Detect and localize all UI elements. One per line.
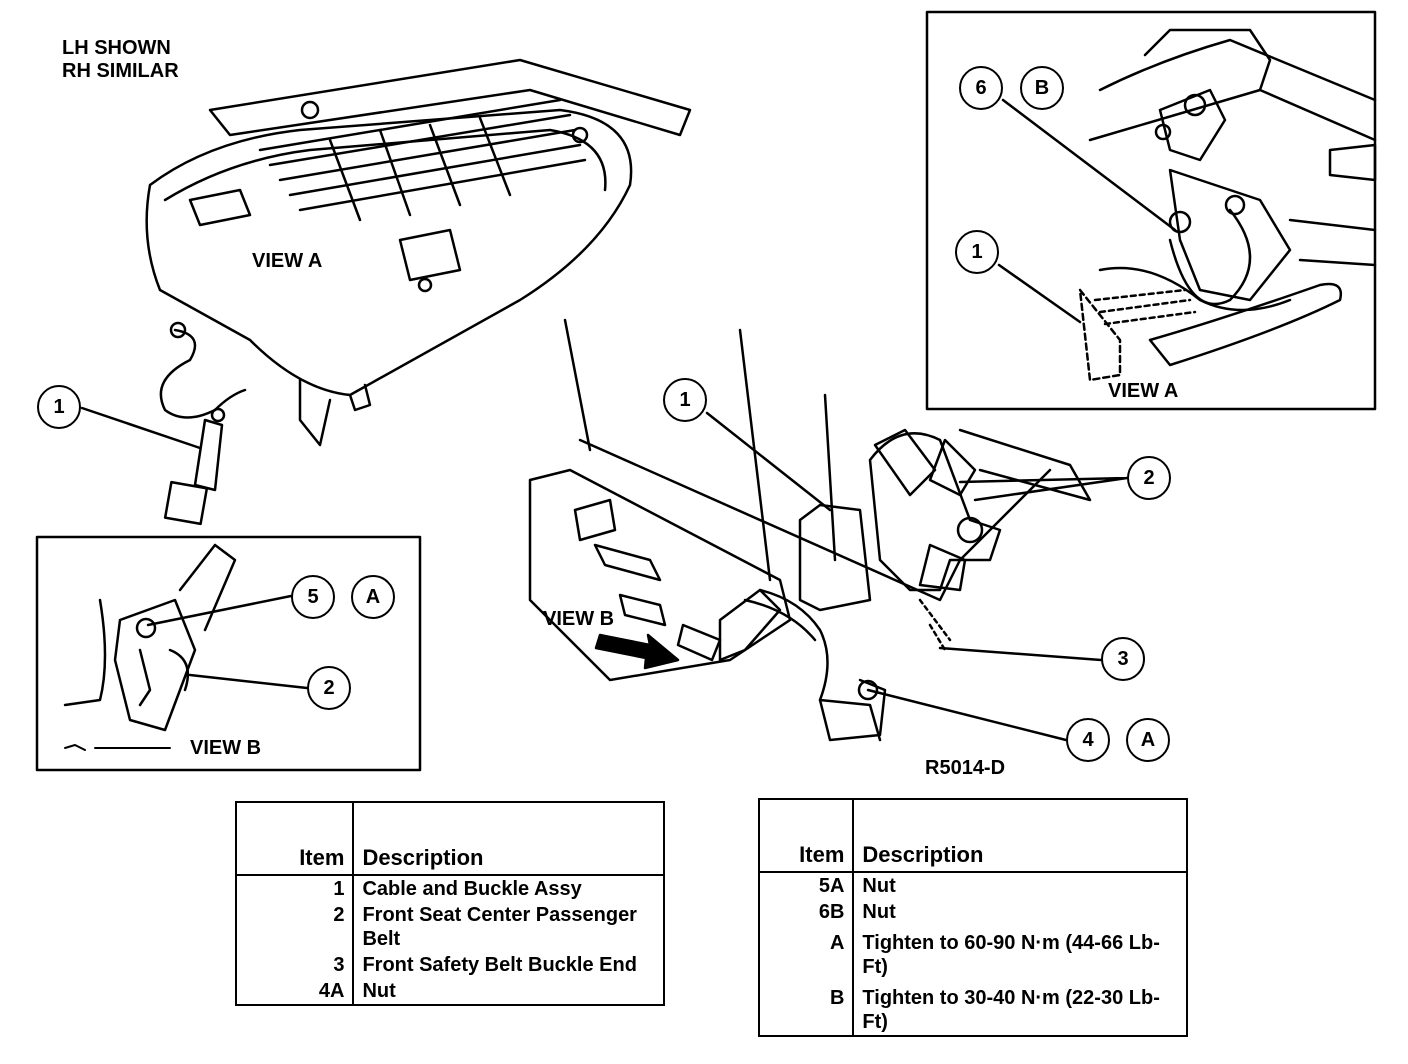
view-b-label-inset: VIEW B	[190, 737, 262, 759]
legend-table-left: Item Description 1 Cable and Buckle Assy…	[235, 801, 665, 1006]
view-a-box	[925, 10, 1377, 411]
callout-2-view-b: 2	[307, 666, 351, 710]
table-row: 1 Cable and Buckle Assy	[236, 875, 664, 902]
item-cell: 2	[236, 902, 355, 952]
description-cell: Cable and Buckle Assy	[362, 878, 582, 900]
table-row: 5A Nut	[759, 872, 1187, 899]
view-b-arrow-drawing	[594, 633, 680, 670]
callout-1-main: 1	[663, 378, 707, 422]
description-cell: Front Safety Belt Buckle End	[362, 954, 637, 976]
item-cell: 6B	[759, 899, 855, 925]
cable-buckle-drawing	[159, 321, 247, 526]
view-a-label-main: VIEW A	[252, 250, 323, 272]
view-a-drawing	[1078, 28, 1377, 382]
main-console-drawing	[528, 318, 1092, 742]
callout-2-main: 2	[1127, 456, 1171, 500]
table-row: 3 Front Safety Belt Buckle End	[236, 952, 664, 978]
table-row: B Tighten to 30-40 N·m (22-30 Lb-Ft)	[759, 980, 1187, 1036]
table-row: A Tighten to 60-90 N·m (44-66 Lb-Ft)	[759, 925, 1187, 980]
callout-1-seat: 1	[37, 385, 81, 429]
callout-B-view-a: B	[1020, 66, 1064, 110]
view-b-drawing	[63, 543, 237, 751]
description-cell: Nut	[362, 980, 396, 1002]
view-b-label-main: VIEW B	[543, 608, 615, 630]
item-cell: 1	[236, 875, 355, 902]
legend-table-right: Item Description 5A Nut 6B Nut A Tighten…	[758, 798, 1188, 1037]
item-cell: 5A	[759, 872, 855, 899]
column-header-item: Item	[236, 802, 355, 875]
callout-A-main: A	[1126, 718, 1170, 762]
column-header-item: Item	[759, 799, 855, 872]
view-a-label-inset: VIEW A	[1108, 380, 1179, 402]
callout-5-view-b: 5	[291, 575, 335, 619]
column-header-description: Description	[862, 842, 984, 867]
callout-A-view-b: A	[351, 575, 395, 619]
description-cell: Tighten to 60-90 N·m (44-66 Lb-Ft)	[862, 932, 1160, 978]
table-row: 6B Nut	[759, 899, 1187, 925]
seat-cushion-drawing	[145, 58, 692, 447]
description-cell: Nut	[862, 901, 896, 923]
item-cell: 3	[236, 952, 355, 978]
item-cell: A	[759, 925, 855, 980]
callout-3-main: 3	[1101, 637, 1145, 681]
figure-note-line1: LH SHOWN	[62, 37, 171, 59]
figure-id: R5014-D	[925, 757, 1006, 779]
figure-note-line2: RH SIMILAR	[62, 60, 179, 82]
item-cell: 4A	[236, 978, 355, 1005]
view-b-box	[35, 535, 422, 772]
table-row: 2 Front Seat Center Passenger Belt	[236, 902, 664, 952]
callout-1-view-a: 1	[955, 230, 999, 274]
description-cell: Nut	[862, 875, 896, 897]
description-cell: Tighten to 30-40 N·m (22-30 Lb-Ft)	[862, 987, 1160, 1033]
column-header-description: Description	[362, 845, 484, 870]
callout-4-main: 4	[1066, 718, 1110, 762]
item-cell: B	[759, 980, 855, 1036]
table-row: 4A Nut	[236, 978, 664, 1005]
callout-6-view-a: 6	[959, 66, 1003, 110]
description-cell: Front Seat Center Passenger Belt	[362, 904, 637, 950]
